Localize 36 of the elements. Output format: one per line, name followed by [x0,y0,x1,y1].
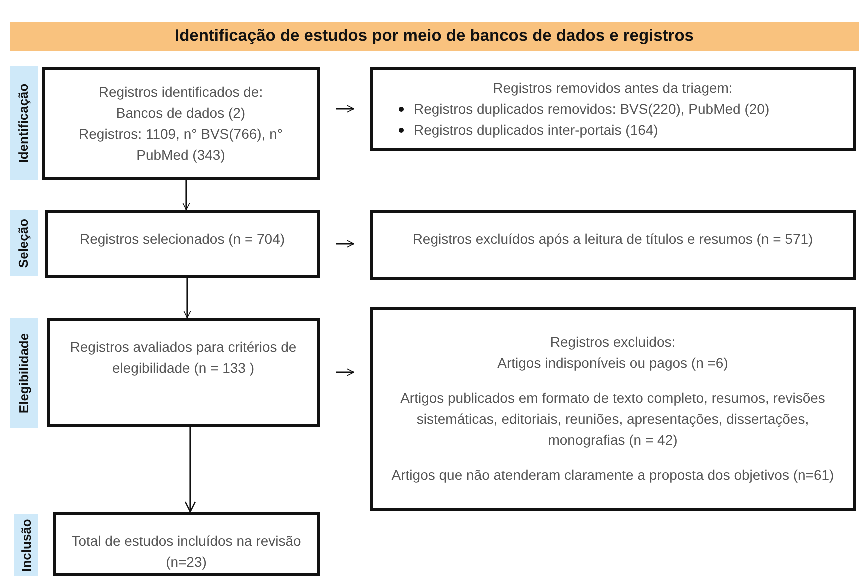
box-text: Registros identificados de: [98,82,264,102]
stage-label: Elegibilidade [16,332,32,414]
stage-band [10,66,38,180]
process-box [47,318,320,427]
box-text: Bancos de dados (2) [116,104,246,123]
stage-label: Identificação [16,83,32,163]
process-box [45,210,320,278]
box-text: Registros excluidos: [550,333,676,352]
arrow [182,180,190,210]
box-text: Artigos que não atenderam claramente a proposta dos objetivos (n=61) [392,466,834,485]
stage-band [14,514,38,576]
box-text: Total de estudos incluídos na revisão (n=23) [70,532,302,572]
stage-band [10,318,38,428]
process-box [370,67,856,151]
box-text: Registros excluídos após a leitura de títulos e resumos (n = 571) [412,230,814,249]
box-text: Registros selecionados (n = 704) [80,230,286,249]
process-box [42,67,320,180]
arrow [336,368,354,376]
arrow [336,240,354,248]
box-text: Registros: 1109, n° BVS(766), n° PubMed (343) [78,124,284,165]
arrow [336,105,354,113]
stage-label: Inclusão [18,518,34,572]
title: Identificação de estudos por meio de bancos de dados e registros [175,27,694,46]
list-item: Registros duplicados removidos: BVS(220), PubMed (20) [414,100,770,119]
stage-label: Seleção [16,218,32,268]
box-text: Artigos publicados em formato de texto completo, resumos, revisões sistemáticas, editoriais, reuniões, apresentações, dissertações, monografias (n = 42) [400,389,826,450]
process-box [53,512,320,576]
box-heading: Registros removidos antes da triagem: [493,78,733,98]
stage-band [10,210,38,276]
box-text: Artigos indisponíveis ou pagos (n =6) [498,354,728,373]
list-item: Registros duplicados inter-portais (164) [414,120,658,140]
arrow [184,427,196,513]
process-box [370,210,856,280]
arrow [184,278,192,318]
process-box [370,307,856,511]
box-text: Registros avaliados para critérios de elegibilidade (n = 133 ) [69,338,298,378]
